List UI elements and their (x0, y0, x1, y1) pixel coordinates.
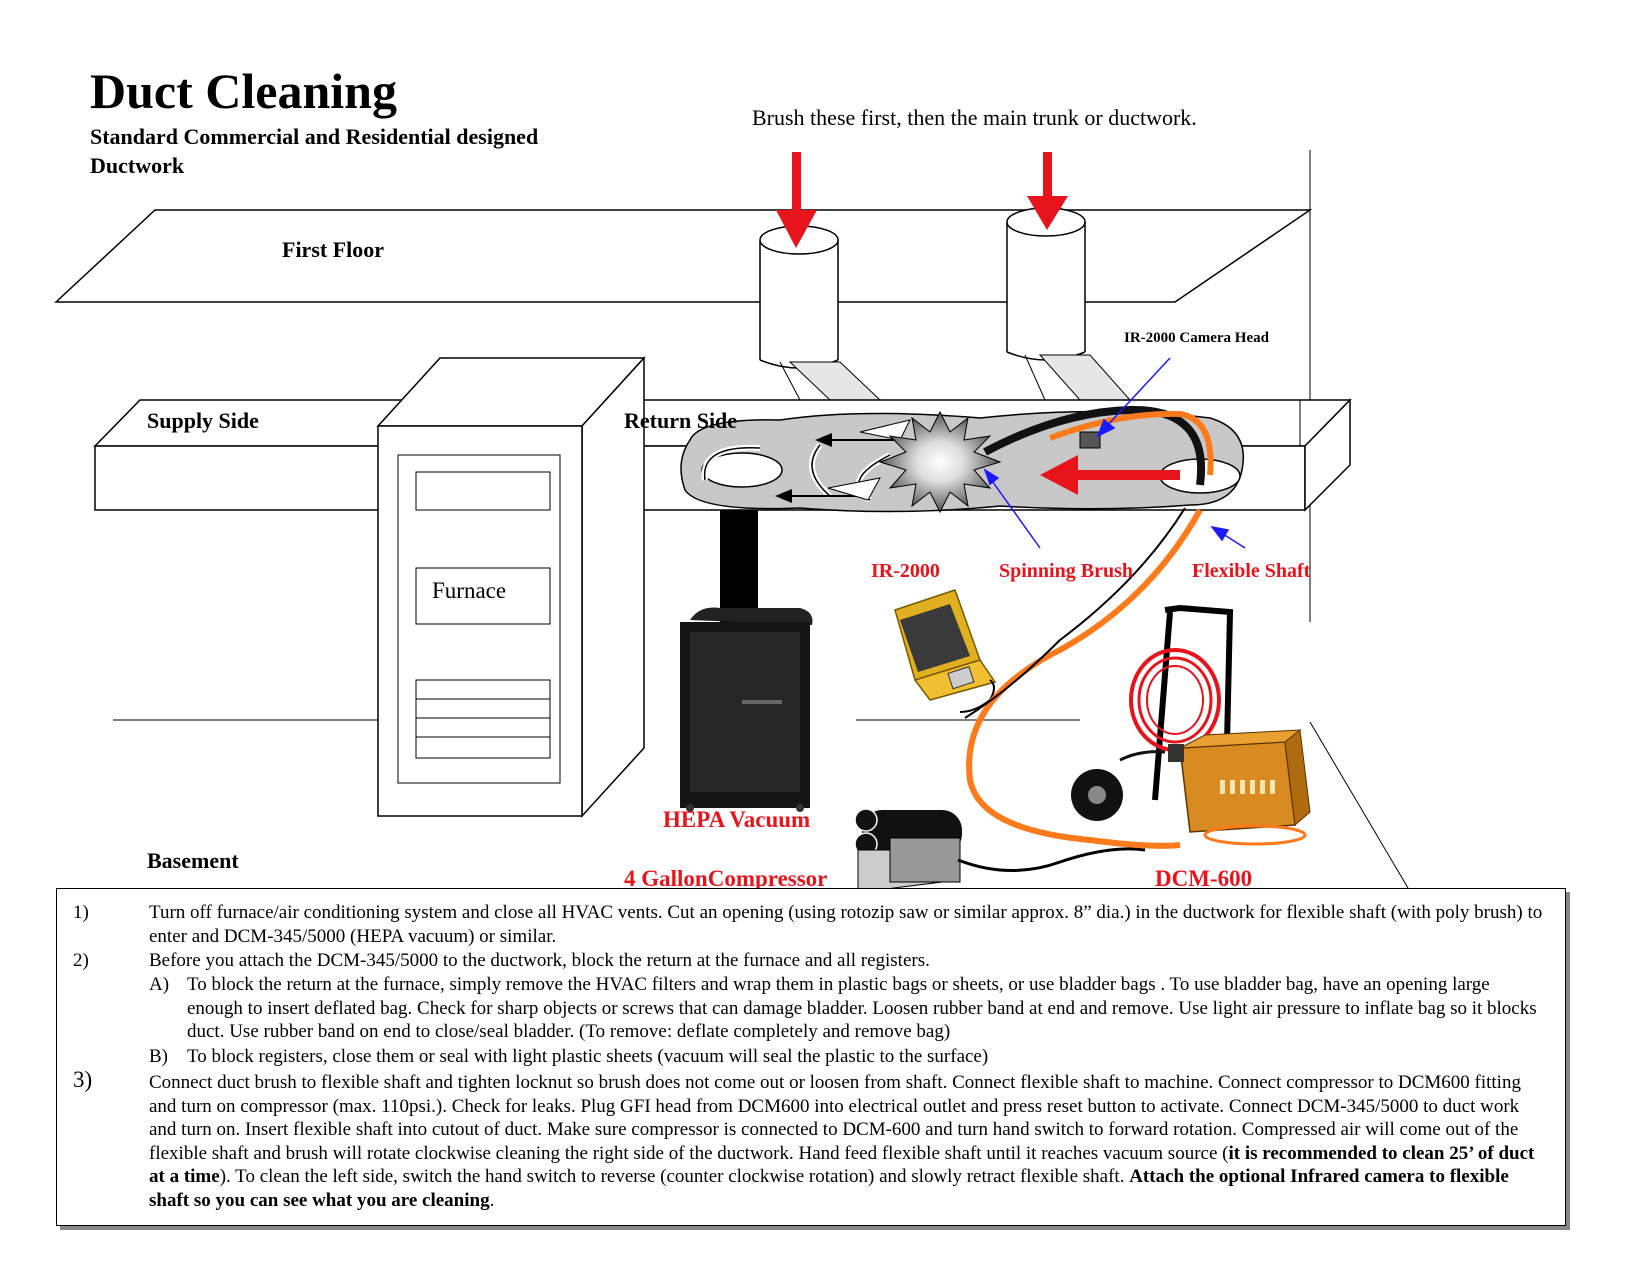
basement-label: Basement (147, 848, 239, 873)
compressor-label: 4 GallonCompressor (624, 866, 828, 891)
camera-head-label: IR-2000 Camera Head (1124, 330, 1269, 346)
step-3-bold-b: Attach the optional Infrared camera to f… (149, 1166, 1509, 1211)
flexible-shaft-outside (966, 508, 1203, 849)
step-text: Connect duct brush to flexible shaft and… (149, 1071, 1547, 1212)
dcm600-unit (1071, 604, 1311, 846)
step-number: 2) (73, 950, 89, 971)
sub-letter: B) (149, 1046, 168, 1067)
branch-duct-right (1006, 207, 1132, 401)
brush-instruction: Brush these first, then the main trunk o… (752, 105, 1197, 130)
sub-text: To block registers, close them or seal w… (187, 1046, 989, 1067)
red-arrow-feed (1040, 455, 1180, 495)
ir2000-label: IR-2000 (871, 560, 940, 582)
dcm600-label: DCM-600 (1155, 866, 1253, 891)
flexible-shaft-label: Flexible Shaft (1192, 560, 1311, 582)
hepa-vacuum-unit (680, 607, 813, 812)
furnace-label: Furnace (432, 578, 507, 603)
first-floor-plane (54, 209, 1313, 303)
step-text: Before you attach the DCM-345/5000 to th… (149, 950, 930, 971)
blue-pointers (983, 357, 1246, 549)
return-side-label: Return Side (624, 408, 738, 433)
spinning-brush-burst (878, 410, 1002, 514)
ir2000-cable (964, 507, 1186, 719)
page-subtitle: Standard Commercial and Residential desi… (90, 124, 539, 178)
hepa-vacuum-label: HEPA Vacuum (663, 807, 811, 832)
spinning-brush-label: Spinning Brush (999, 560, 1133, 582)
ir2000-case (894, 589, 997, 713)
sub-text: To block the return at the furnace, simp… (187, 974, 1537, 1042)
first-floor-label: First Floor (282, 237, 385, 262)
step-text: Turn off furnace/air conditioning system… (149, 902, 1543, 947)
flexible-shaft-orange (1048, 410, 1214, 476)
flexible-shaft-inside (983, 405, 1206, 486)
step-number: 3) (73, 1067, 93, 1092)
step-3-text-b: ). To clean the left side, switch the ha… (219, 1166, 1130, 1187)
furnace-unit (376, 356, 646, 818)
sub-letter: A) (149, 974, 170, 995)
step-number: 1) (73, 902, 89, 923)
compressor-unit (854, 808, 1146, 891)
instructions-box: 1) Turn off furnace/air conditioning sys… (56, 888, 1566, 1226)
step-3-text-a: Connect duct brush to flexible shaft and… (149, 1072, 1521, 1164)
step-3-text-c: . (489, 1189, 495, 1211)
red-arrow-left (776, 152, 817, 248)
page-title: Duct Cleaning (90, 63, 397, 119)
basement-line-diag (1309, 721, 1409, 889)
camera-head (1079, 431, 1101, 449)
red-arrow-right (1027, 152, 1068, 230)
supply-side-label: Supply Side (147, 408, 259, 433)
airflow-arrows (775, 419, 911, 503)
supply-trunk (93, 399, 421, 511)
step-3-bold-a: it is recommended to clean 25’ of duct a… (149, 1142, 1535, 1188)
